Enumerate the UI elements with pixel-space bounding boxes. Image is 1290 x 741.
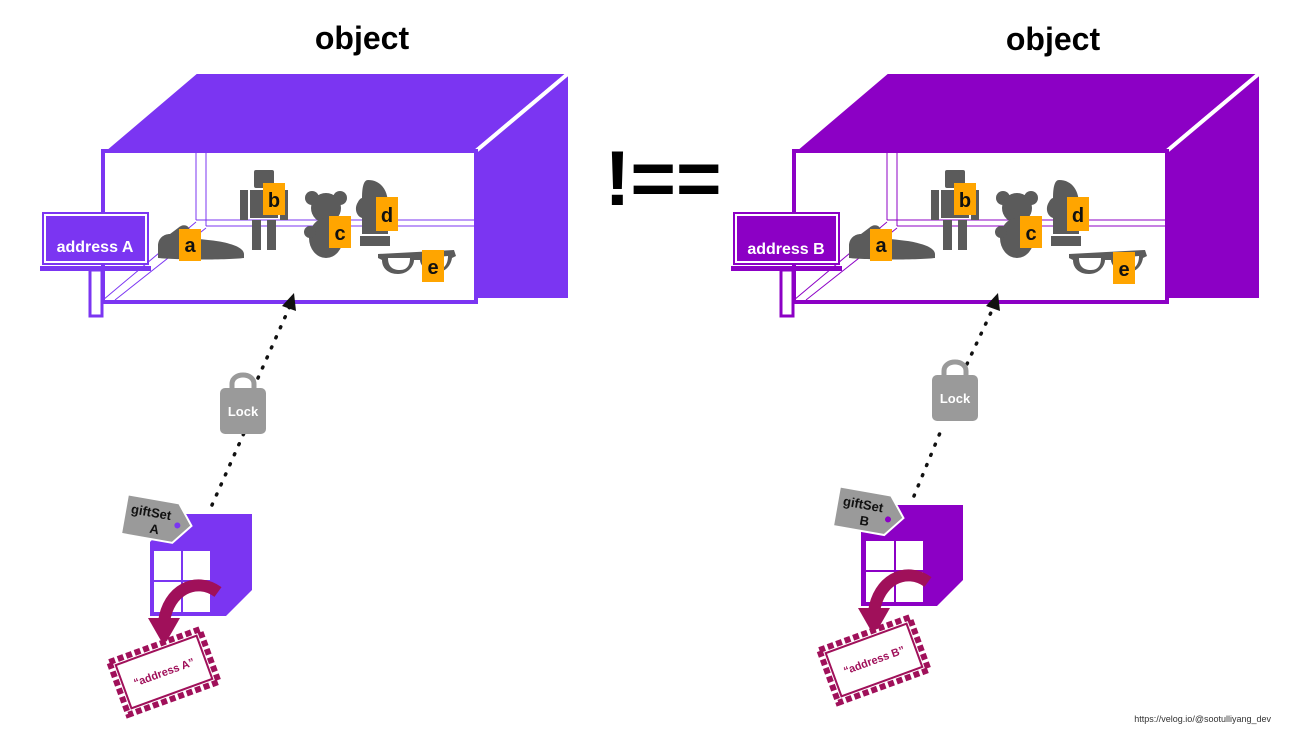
- object-b: object address B a b: [731, 21, 1267, 707]
- svg-text:e: e: [427, 257, 438, 279]
- item-label-c: c: [329, 216, 351, 248]
- reference-arrow-b: [912, 293, 1000, 498]
- item-label-e: e: [422, 250, 444, 282]
- curved-arrow-icon: [148, 618, 180, 646]
- items-a: a b c d e: [158, 170, 456, 282]
- item-label-e: e: [1113, 252, 1135, 284]
- curved-arrow-icon: [858, 608, 890, 636]
- object-a: object address A a b: [40, 20, 576, 719]
- gift-tag-b-line1: giftSet: [842, 493, 885, 515]
- reference-arrow-a: [210, 293, 296, 507]
- item-label-b: b: [954, 183, 976, 215]
- item-label-c: c: [1020, 216, 1042, 248]
- item-label-d: d: [1067, 197, 1089, 231]
- svg-text:c: c: [334, 223, 345, 245]
- svg-text:a: a: [184, 235, 196, 257]
- svg-text:d: d: [381, 205, 393, 227]
- address-sign-a: address A: [40, 212, 151, 318]
- arrowhead-icon: [986, 293, 1000, 311]
- gift-tag-b-line2: B: [858, 513, 870, 529]
- stamp-a: “address A”: [105, 625, 223, 719]
- gift-tag-b: giftSet B: [831, 485, 905, 537]
- box-b: [788, 67, 1267, 304]
- svg-text:b: b: [959, 190, 971, 212]
- gift-tag-a-line1: giftSet: [130, 501, 173, 523]
- svg-text:d: d: [1072, 205, 1084, 227]
- lock-a-label: Lock: [228, 404, 259, 419]
- lock-icon: [220, 388, 266, 434]
- gift-tag-a: giftSet A: [119, 493, 193, 544]
- item-label-a: a: [179, 229, 201, 261]
- address-sign-b: address B: [731, 212, 842, 318]
- box-a: [97, 67, 576, 304]
- lock-b-label: Lock: [940, 391, 971, 406]
- gift-tag-a-line2: A: [148, 521, 160, 538]
- lock-a: Lock: [220, 372, 266, 434]
- lock-icon: [932, 375, 978, 421]
- object-a-title: object: [315, 20, 410, 56]
- lock-b: Lock: [932, 359, 978, 421]
- curved-arrow-b: [858, 569, 932, 636]
- footer-url: https://velog.io/@sootulliyang_dev: [1134, 714, 1271, 724]
- arrowhead-icon: [282, 293, 296, 311]
- address-sign-a-label: address A: [57, 239, 134, 256]
- item-label-a: a: [870, 229, 892, 261]
- svg-text:c: c: [1025, 223, 1036, 245]
- item-label-d: d: [376, 197, 398, 231]
- stamp-b: “address B”: [815, 613, 933, 707]
- address-sign-b-label: address B: [747, 241, 824, 258]
- svg-text:e: e: [1118, 259, 1129, 281]
- strict-inequality-operator: !==: [604, 134, 721, 222]
- svg-text:a: a: [875, 235, 887, 257]
- curved-arrow-a: [148, 579, 222, 646]
- items-b: a b c d e: [849, 170, 1147, 284]
- item-label-b: b: [263, 183, 285, 215]
- svg-text:b: b: [268, 190, 280, 212]
- object-b-title: object: [1006, 21, 1101, 57]
